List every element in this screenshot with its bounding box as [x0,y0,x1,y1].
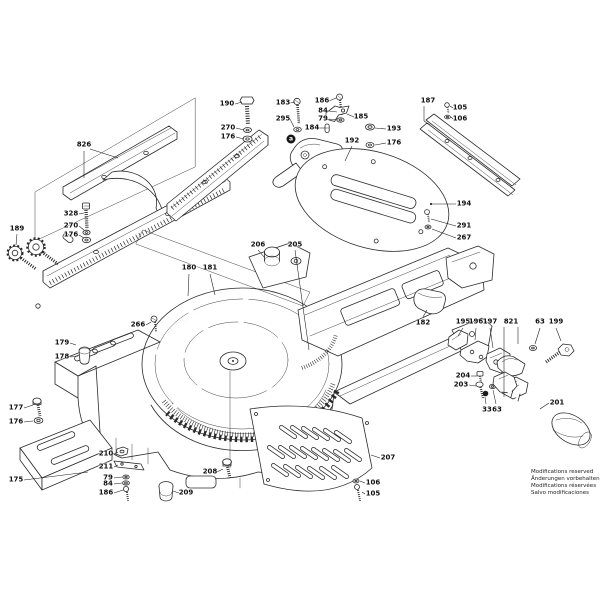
part-label-177: 177 [8,403,24,412]
part-label-181: 181 [202,263,218,272]
part-label-209: 209 [178,488,194,497]
part-label-270: 270 [63,221,79,230]
grip [272,162,304,188]
screw-266 [150,315,158,333]
part-label-105: 105 [365,489,381,498]
clamp-peg [62,232,74,244]
clamp-rails-180-181 [157,288,252,339]
part-label-207: 207 [380,453,396,462]
part-label-187: 187 [420,96,436,105]
vernier-scale [301,333,338,370]
screw-203 [475,381,484,388]
part-label-106: 106 [365,478,381,487]
footer-line: Modifications reserved [531,469,594,475]
part-label-267: 267 [456,233,472,242]
part-label-84: 84 [318,106,328,115]
part-label-189: 189 [9,224,25,233]
part-label-84: 84 [103,479,113,488]
fence-assembly [34,97,269,289]
footer-line: Salvo modificaciones [531,490,590,496]
part-label-197: 197 [482,317,498,326]
screws-105-106-bottom [352,478,361,502]
detent-teeth [165,389,340,443]
part-label-186: 186 [98,488,114,497]
bracket-185 [325,105,350,122]
part-label-821: 821 [503,317,519,326]
part-label-266: 266 [130,320,146,329]
part-label-193: 193 [386,124,402,133]
part-label-176: 176 [8,417,24,426]
part-label-199: 199 [548,317,564,326]
part-label-328: 328 [63,209,79,218]
part-label-184: 184 [304,123,320,132]
insert-plate-194 [294,148,450,252]
part-label-203: 203 [453,380,469,389]
part-label-192: 192 [344,136,360,145]
part-label-63: 63 [492,405,502,414]
fence-187 [419,113,521,197]
assembly-ref-a: a [286,134,296,144]
footer-line: Änderungen vorbehalten [531,476,600,482]
screw-183-washer-295 [293,97,302,133]
bolt-177-washer-176 [32,397,44,424]
lock-handle-201 [492,371,592,449]
block-195 [447,329,469,351]
part-label-186: 186 [314,96,330,105]
part-label-208: 208 [202,467,218,476]
detent-arm-assembly [248,242,495,370]
part-label-179: 179 [54,338,70,347]
part-label-194: 194 [456,199,472,208]
part-label-106: 106 [452,114,468,123]
nut-33 [482,390,489,397]
part-label-176: 176 [63,230,79,239]
part-label-205: 205 [287,240,303,249]
part-label-195: 195 [455,317,471,326]
knob-bolts-189 [6,237,59,271]
bolt-328-washers [81,202,92,244]
part-label-295: 295 [275,114,291,123]
part-label-196: 196 [468,317,484,326]
part-label-182: 182 [415,318,431,327]
part-label-79: 79 [103,473,113,482]
bolt-208-cap-209 [158,458,232,502]
part-label-178: 178 [54,352,70,361]
part-label-185: 185 [353,112,369,121]
part-label-33: 33 [482,405,492,414]
part-label-105: 105 [452,103,468,112]
extension-wing-175 [19,419,113,491]
part-label-291: 291 [456,221,472,230]
screw-291-washer-267 [424,202,433,230]
leader-lines [15,97,562,495]
handle-knob [551,412,591,446]
bracket-196 [459,340,490,364]
part-label-176: 176 [220,132,236,141]
part-label-190: 190 [219,99,235,108]
screws-105-106-top [444,102,451,120]
part-label-206: 206 [250,240,266,249]
spokes [154,290,316,416]
part-label-211: 211 [98,462,114,471]
part-label-201: 201 [549,398,565,407]
part-label-270: 270 [220,123,236,132]
bolt-190-washers [239,96,255,143]
part-label-183: 183 [275,98,291,107]
vent-plate-207 [249,405,373,492]
part-label-63: 63 [535,317,545,326]
nut-210-plate-211-fasteners [113,446,145,502]
part-label-180: 180 [181,263,197,272]
flange-nut-193-washer-176 [365,123,375,148]
footer-line: Modifications réservées [531,483,597,489]
part-label-175: 175 [8,475,24,484]
part-label-204: 204 [455,371,471,380]
part-label-826: 826 [76,140,92,149]
part-label-210: 210 [98,449,114,458]
part-label-176: 176 [386,138,402,147]
depth-rod-179-cap-178 [35,303,91,365]
part-label-79: 79 [318,114,328,123]
footer-note: Modifications reserved Änderungen vorbeh… [531,469,600,497]
